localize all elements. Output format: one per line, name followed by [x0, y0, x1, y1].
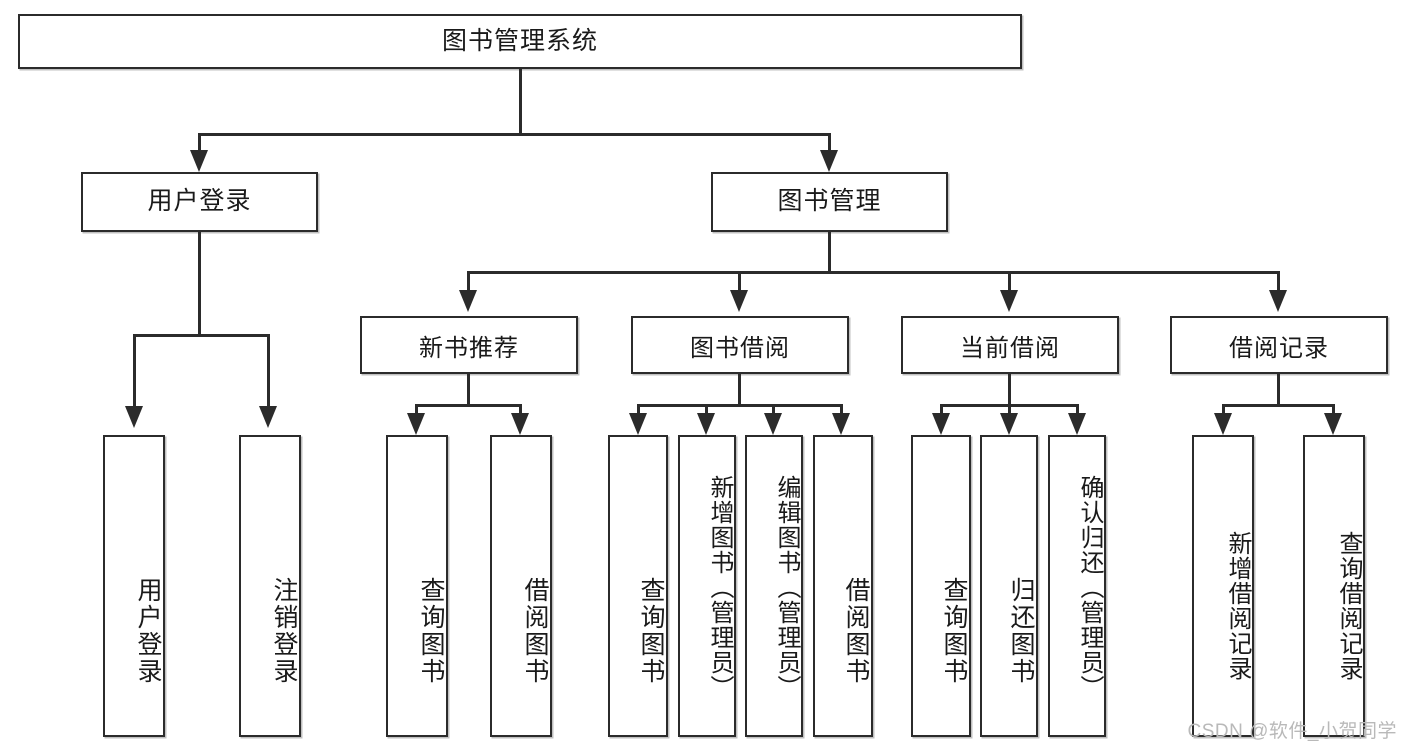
connector-bb-3	[772, 404, 775, 418]
connector-root-to-user-login	[198, 133, 201, 153]
leaf-label: 归还图书	[1007, 577, 1035, 685]
connector-book-management-stem	[828, 232, 831, 273]
node-new-book-recommend[interactable]: 新书推荐	[360, 316, 578, 374]
leaf-label: 新增借阅记录	[1224, 531, 1251, 681]
leaf-cb-confirm-return-admin[interactable]: 确认归还（管理员）	[1048, 435, 1106, 737]
connector-nbr-right	[519, 404, 522, 418]
leaf-br-add-record[interactable]: 新增借阅记录	[1192, 435, 1254, 737]
connector-bb-2	[705, 404, 708, 418]
connector-to-book-borrow	[738, 271, 741, 293]
arrowhead-nbr-leaf-1	[407, 413, 425, 435]
arrowhead-nbr-leaf-2	[511, 413, 529, 435]
connector-br-bar	[1222, 404, 1335, 407]
connector-nbr-bar	[415, 404, 522, 407]
connector-br-right	[1332, 404, 1335, 418]
arrowhead-current-borrow	[1000, 290, 1018, 312]
arrowhead-leaf-user-login	[125, 406, 143, 428]
arrowhead-new-book-recommend	[459, 290, 477, 312]
leaf-label: 编辑图书（管理员）	[773, 474, 800, 700]
node-label: 用户登录	[147, 187, 252, 216]
leaf-cb-query-book[interactable]: 查询图书	[911, 435, 971, 737]
node-label: 图书管理系统	[441, 26, 598, 55]
node-book-borrow[interactable]: 图书借阅	[631, 316, 849, 374]
leaf-label: 查询图书	[940, 577, 968, 685]
connector-root-stem	[519, 69, 522, 135]
leaf-label: 查询借阅记录	[1335, 531, 1362, 681]
leaf-label: 注销登录	[270, 577, 298, 685]
leaf-nbr-query-book[interactable]: 查询图书	[386, 435, 448, 737]
node-user-login[interactable]: 用户登录	[81, 172, 318, 232]
node-root-book-management-system[interactable]: 图书管理系统	[18, 14, 1022, 69]
leaf-label: 借阅图书	[842, 577, 870, 685]
node-label: 图书管理	[777, 187, 882, 216]
connector-user-login-bar	[133, 334, 270, 337]
leaf-label: 新增图书（管理员）	[706, 474, 733, 700]
connector-level3-bar	[467, 271, 1280, 274]
leaf-bb-borrow-book[interactable]: 借阅图书	[813, 435, 873, 737]
connector-bb-stem	[738, 374, 741, 406]
connector-cb-3	[1076, 404, 1079, 418]
connector-nbr-left	[415, 404, 418, 418]
connector-to-borrow-record	[1277, 271, 1280, 293]
arrowhead-cb-leaf-1	[932, 413, 950, 435]
arrowhead-bb-leaf-1	[629, 413, 647, 435]
connector-bb-4	[840, 404, 843, 418]
arrowhead-br-leaf-1	[1214, 413, 1232, 435]
leaf-br-query-record[interactable]: 查询借阅记录	[1303, 435, 1365, 737]
leaf-label: 确认归还（管理员）	[1076, 474, 1103, 700]
connector-user-login-right	[267, 334, 270, 410]
arrowhead-book-borrow	[730, 290, 748, 312]
connector-bb-1	[637, 404, 640, 418]
connector-cb-stem	[1008, 374, 1011, 406]
arrowhead-bb-leaf-4	[832, 413, 850, 435]
leaf-label: 查询图书	[637, 577, 665, 685]
connector-to-new-book-recommend	[467, 271, 470, 293]
leaf-user-login[interactable]: 用户登录	[103, 435, 165, 737]
leaf-bb-add-book-admin[interactable]: 新增图书（管理员）	[678, 435, 736, 737]
arrowhead-cb-leaf-3	[1068, 413, 1086, 435]
arrowhead-cb-leaf-2	[1000, 413, 1018, 435]
node-borrow-record[interactable]: 借阅记录	[1170, 316, 1388, 374]
arrowhead-borrow-record	[1269, 290, 1287, 312]
connector-bb-bar	[637, 404, 843, 407]
connector-cb-1	[940, 404, 943, 418]
arrowhead-leaf-logout	[259, 406, 277, 428]
connector-cb-2	[1008, 404, 1011, 418]
connector-br-stem	[1277, 374, 1280, 406]
arrowhead-to-book-management	[820, 150, 838, 172]
arrowhead-to-user-login	[190, 150, 208, 172]
leaf-label: 用户登录	[134, 577, 162, 685]
node-current-borrow[interactable]: 当前借阅	[901, 316, 1119, 374]
leaf-cb-return-book[interactable]: 归还图书	[980, 435, 1038, 737]
connector-to-current-borrow	[1008, 271, 1011, 293]
arrowhead-bb-leaf-3	[764, 413, 782, 435]
node-label: 新书推荐	[419, 334, 519, 362]
leaf-nbr-borrow-book[interactable]: 借阅图书	[490, 435, 552, 737]
connector-nbr-stem	[467, 374, 470, 406]
arrowhead-br-leaf-2	[1324, 413, 1342, 435]
connector-root-bar	[198, 133, 831, 136]
leaf-label: 查询图书	[417, 577, 445, 685]
connector-root-to-book-management	[828, 133, 831, 153]
connector-br-left	[1222, 404, 1225, 418]
leaf-label: 借阅图书	[521, 577, 549, 685]
watermark-text: CSDN @软件_小贺同学	[1187, 721, 1397, 742]
connector-user-login-left	[133, 334, 136, 410]
node-label: 当前借阅	[960, 334, 1060, 362]
node-book-management[interactable]: 图书管理	[711, 172, 948, 232]
leaf-bb-edit-book-admin[interactable]: 编辑图书（管理员）	[745, 435, 803, 737]
node-label: 借阅记录	[1229, 334, 1329, 362]
leaf-logout[interactable]: 注销登录	[239, 435, 301, 737]
node-label: 图书借阅	[690, 334, 790, 362]
arrowhead-bb-leaf-2	[697, 413, 715, 435]
leaf-bb-query-book[interactable]: 查询图书	[608, 435, 668, 737]
connector-user-login-stem	[198, 232, 201, 336]
